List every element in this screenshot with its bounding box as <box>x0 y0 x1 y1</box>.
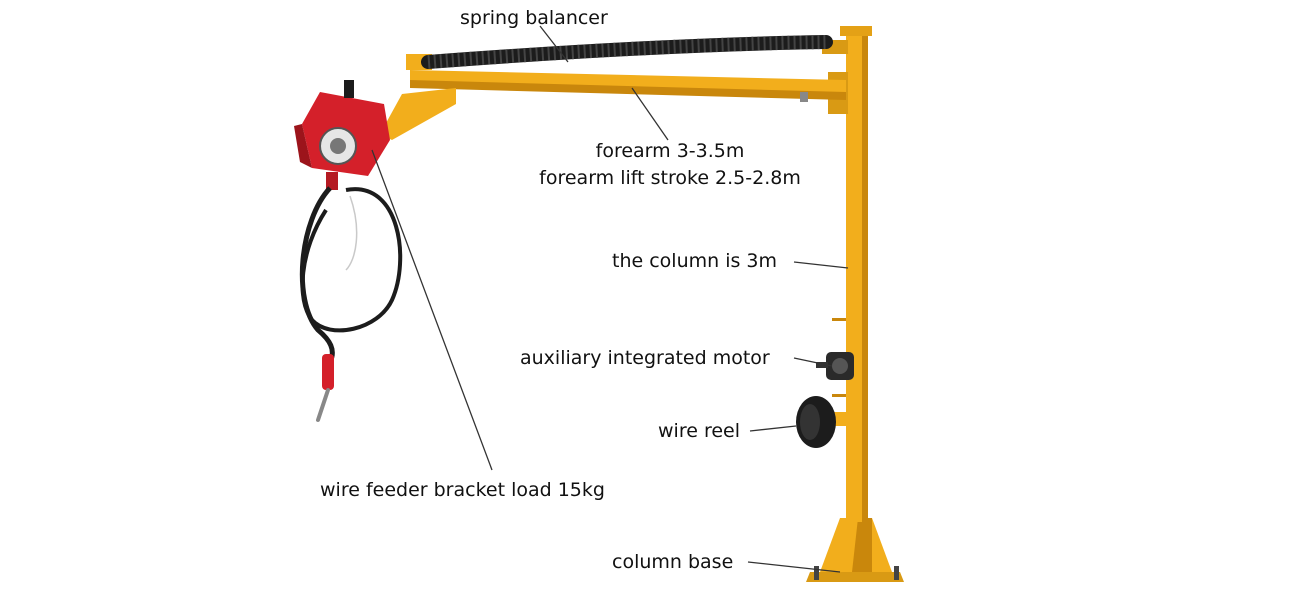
column-stop <box>832 394 846 397</box>
forearm-bracket <box>380 88 456 140</box>
base-plate <box>806 572 904 582</box>
cable-strap <box>345 195 358 271</box>
column-shade <box>862 28 868 522</box>
feeder-drive-hub <box>330 138 346 154</box>
reel-face <box>800 404 820 440</box>
forearm-pivot <box>800 92 808 102</box>
hose-loop <box>300 187 403 333</box>
spring-balancer-hose <box>421 35 833 69</box>
leader-spring-balancer <box>539 25 569 63</box>
label-wire-reel: wire reel <box>658 420 740 442</box>
label-motor: auxiliary integrated motor <box>520 347 770 369</box>
leader-lines <box>371 25 849 573</box>
label-bracket-load: wire feeder bracket load 15kg <box>320 479 605 501</box>
column-stop <box>832 318 846 321</box>
label-spring-balancer: spring balancer <box>460 7 608 29</box>
torch-neck <box>316 388 330 422</box>
torch-hose <box>299 186 335 364</box>
forearm-beam-shade <box>410 80 846 100</box>
torch-handle <box>322 354 334 390</box>
label-forearm: forearm 3-3.5m <box>595 140 745 162</box>
leader-wire-reel <box>749 425 797 432</box>
label-forearm-lift: forearm lift stroke 2.5-2.8m <box>539 167 801 189</box>
label-column-base: column base <box>612 551 734 573</box>
leader-forearm <box>631 87 669 141</box>
base-gusset-shade <box>852 518 872 572</box>
wire-feeder <box>294 80 390 190</box>
label-forearm-group: forearm 3-3.5m forearm lift stroke 2.5-2… <box>530 138 810 192</box>
welding-hose <box>299 186 403 422</box>
auxiliary-motor <box>816 352 854 380</box>
leader-column <box>793 261 849 269</box>
arm-carriage <box>822 40 848 114</box>
column-base <box>806 518 904 582</box>
base-bolt <box>814 566 819 580</box>
column <box>832 26 872 522</box>
leader-motor <box>793 357 833 367</box>
feeder-side <box>294 124 312 168</box>
column-cap <box>840 26 872 36</box>
motor-hub <box>832 358 848 374</box>
feeder-knob <box>344 80 354 98</box>
base-bolt <box>894 566 899 580</box>
motor-handle <box>816 362 828 368</box>
leader-column-base <box>747 561 841 573</box>
feeder-outlet <box>326 172 338 190</box>
leader-bracket-load <box>371 149 493 471</box>
label-column: the column is 3m <box>612 250 778 272</box>
balancer-bellows <box>421 35 833 69</box>
wire-reel <box>796 396 848 448</box>
